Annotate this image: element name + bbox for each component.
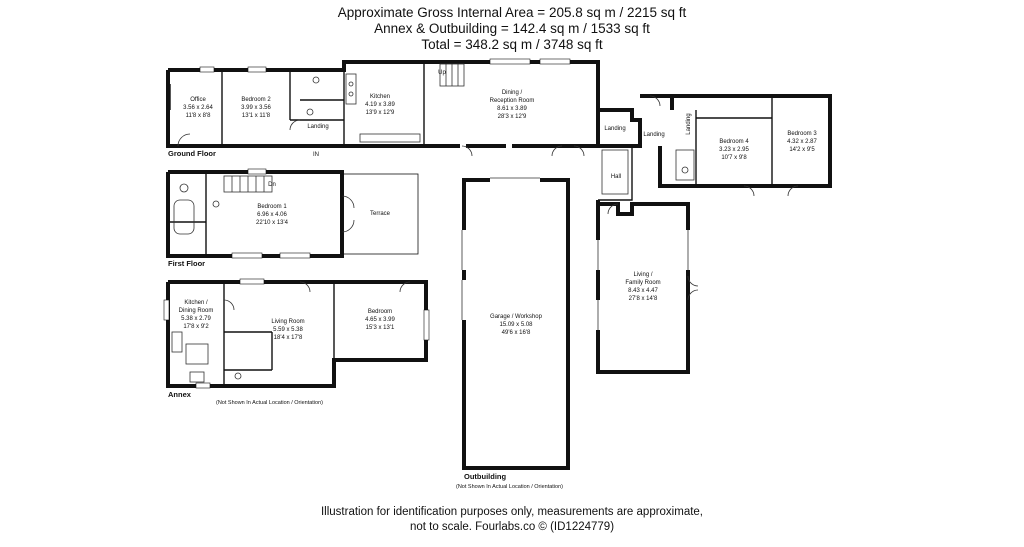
living-family-name-line1: Living /	[633, 272, 652, 278]
outbuilding-label: Outbuilding	[464, 472, 506, 481]
annex-kitchen-name-line1: Kitchen /	[184, 300, 208, 306]
terrace-label: Terrace	[370, 211, 391, 217]
ground-floor-plan	[166, 58, 832, 201]
office-imperial: 11'8 x 8'8	[186, 113, 212, 119]
room-bedroom-3: Bedroom 3 4.32 x 2.87 14'2 x 9'5	[787, 131, 817, 153]
room-kitchen: Kitchen 4.19 x 3.89 13'9 x 12'9	[365, 94, 395, 116]
outbuilding-plan	[461, 177, 570, 470]
living-family-name-line2: Family Room	[625, 280, 660, 286]
room-bedroom-1: Bedroom 1 6.96 x 4.06 22'10 x 13'4	[256, 204, 289, 226]
kitchen-metric: 4.19 x 3.89	[365, 102, 395, 108]
garage-name: Garage / Workshop	[490, 314, 543, 320]
entrance-label: IN	[313, 152, 319, 158]
room-bedroom-4: Bedroom 4 3.23 x 2.95 10'7 x 9'8	[719, 139, 749, 161]
bedroom2-imperial: 13'1 x 11'8	[242, 113, 271, 119]
disclaimer-line-1: Illustration for identification purposes…	[320, 506, 704, 518]
room-office: Office 3.56 x 2.64 11'8 x 8'8	[183, 97, 213, 119]
room-dining-reception: Dining / Reception Room 8.61 x 3.89 28'3…	[490, 90, 535, 120]
kitchen-imperial: 13'9 x 12'9	[366, 110, 395, 116]
dining-metric: 8.61 x 3.89	[497, 106, 527, 112]
bedroom4-name: Bedroom 4	[719, 139, 749, 145]
annex-bedroom-imperial: 15'3 x 13'1	[366, 325, 395, 331]
room-annex-kitchen-dining: Kitchen / Dining Room 5.38 x 2.79 17'8 x…	[179, 300, 214, 330]
room-bedroom-2: Bedroom 2 3.99 x 3.56 13'1 x 11'8	[241, 97, 271, 119]
bedroom2-name: Bedroom 2	[241, 97, 271, 103]
bedroom4-imperial: 10'7 x 9'8	[721, 155, 747, 161]
room-garage-workshop: Garage / Workshop 15.09 x 5.08 49'6 x 16…	[490, 314, 543, 336]
bedroom4-metric: 3.23 x 2.95	[719, 147, 749, 153]
dining-name-line1: Dining /	[502, 90, 523, 96]
ground-floor-label: Ground Floor	[168, 149, 216, 158]
hall-label: Hall	[611, 174, 621, 180]
annex-plan	[163, 278, 430, 389]
annex-kitchen-name-line2: Dining Room	[179, 308, 214, 314]
bedroom3-metric: 4.32 x 2.87	[787, 139, 817, 145]
total-area-text: Total = 348.2 sq m / 3748 sq ft	[421, 37, 603, 52]
first-floor-label: First Floor	[168, 259, 205, 268]
annex-area-text: Annex & Outbuilding = 142.4 sq m / 1533 …	[374, 21, 650, 36]
annex-living-metric: 5.59 x 5.38	[273, 327, 303, 333]
garage-metric: 15.09 x 5.08	[499, 322, 533, 328]
outbuilding-note: (Not Shown In Actual Location / Orientat…	[456, 484, 563, 490]
living-family-metric: 8.43 x 4.47	[628, 288, 658, 294]
living-family-plan	[595, 200, 699, 374]
annex-kitchen-imperial: 17'8 x 9'2	[183, 324, 209, 330]
gross-area-text: Approximate Gross Internal Area = 205.8 …	[337, 5, 687, 20]
annex-living-imperial: 18'4 x 17'8	[274, 335, 303, 341]
bedroom1-imperial: 22'10 x 13'4	[256, 220, 289, 226]
office-metric: 3.56 x 2.64	[183, 105, 213, 111]
stairs-up-label: Up	[438, 70, 446, 76]
landing-mid-label: Landing	[604, 126, 625, 132]
bedroom1-name: Bedroom 1	[257, 204, 287, 210]
disclaimer: Illustration for identification purposes…	[0, 505, 1024, 535]
room-living-family: Living / Family Room 8.43 x 4.47 27'8 x …	[625, 272, 660, 302]
annex-living-name: Living Room	[271, 319, 304, 325]
stairs-down-label: Dn	[268, 182, 276, 188]
office-name: Office	[190, 97, 206, 103]
bedroom3-imperial: 14'2 x 9'5	[789, 147, 815, 153]
kitchen-name: Kitchen	[370, 94, 390, 100]
dining-name-line2: Reception Room	[490, 98, 535, 104]
annex-note: (Not Shown In Actual Location / Orientat…	[216, 400, 323, 406]
annex-kitchen-metric: 5.38 x 2.79	[181, 316, 211, 322]
disclaimer-line-2: not to scale. Fourlabs.co © (ID1224779)	[409, 521, 615, 533]
annex-label: Annex	[168, 390, 192, 399]
garage-imperial: 49'6 x 16'8	[502, 330, 531, 336]
bedroom1-metric: 6.96 x 4.06	[257, 212, 287, 218]
room-annex-living: Living Room 5.59 x 5.38 18'4 x 17'8	[271, 319, 304, 341]
landing-right-label: Landing	[643, 132, 664, 138]
bedroom3-name: Bedroom 3	[787, 131, 817, 137]
annex-bedroom-metric: 4.65 x 3.99	[365, 317, 395, 323]
landing-vertical-label: Landing	[686, 113, 692, 134]
annex-bedroom-name: Bedroom	[368, 309, 392, 315]
room-annex-bedroom: Bedroom 4.65 x 3.99 15'3 x 13'1	[365, 309, 395, 331]
dining-imperial: 28'3 x 12'9	[498, 114, 527, 120]
first-floor-plan	[166, 168, 419, 259]
living-family-imperial: 27'8 x 14'8	[629, 296, 658, 302]
bedroom2-metric: 3.99 x 3.56	[241, 105, 271, 111]
landing-ground-label: Landing	[307, 124, 328, 130]
